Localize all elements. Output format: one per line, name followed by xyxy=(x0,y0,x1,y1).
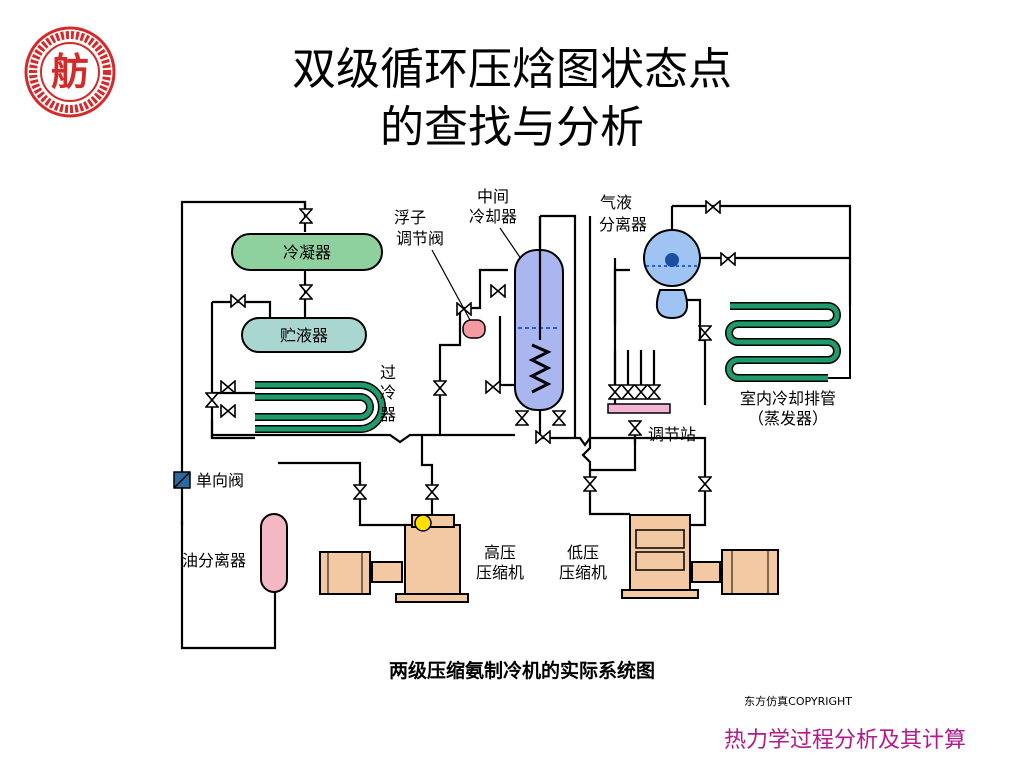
valve-icon xyxy=(535,430,551,444)
school-logo: 舫 xyxy=(24,26,116,118)
valve-icon xyxy=(720,252,736,266)
valve-icon xyxy=(490,284,506,298)
station-label: 调节站 xyxy=(648,425,696,444)
low-compressor-label-2: 压缩机 xyxy=(559,563,607,582)
valve-icon xyxy=(583,476,597,492)
subcooler-label-2: 冷 xyxy=(380,383,396,402)
valve-icon xyxy=(205,392,219,408)
valve-icon xyxy=(634,384,648,400)
valve-icon xyxy=(456,302,472,316)
high-pressure-compressor: 高压 压缩机 xyxy=(319,514,524,603)
diagram-caption: 两级压缩氨制冷机的实际系统图 xyxy=(389,659,655,682)
subcooler-label-3: 器 xyxy=(380,405,396,424)
valve-icon xyxy=(353,484,367,500)
copyright-text: 东方仿真COPYRIGHT xyxy=(744,694,852,708)
valve-icon xyxy=(220,404,236,418)
valve-icon xyxy=(647,384,661,400)
refrigeration-system-diagram: 冷凝器 贮液器 过 冷 器 单向阀 油分离器 浮子 调节阀 xyxy=(173,187,852,708)
subcooler-label-1: 过 xyxy=(380,363,396,382)
subcooler: 过 冷 器 xyxy=(255,363,396,433)
regulating-station: 调节站 xyxy=(607,403,696,444)
check-valve: 单向阀 xyxy=(173,471,244,490)
receiver: 贮液器 xyxy=(241,317,367,353)
evaporator-label-2: （蒸发器） xyxy=(748,409,828,428)
receiver-label: 贮液器 xyxy=(280,326,328,345)
valve-icon xyxy=(299,208,313,224)
evaporator-label-1: 室内冷却排管 xyxy=(740,389,836,408)
valve-icon xyxy=(621,384,635,400)
oil-separator: 油分离器 xyxy=(182,513,288,593)
low-compressor-label-1: 低压 xyxy=(567,543,599,562)
valve-icon xyxy=(515,410,529,426)
valve-icon xyxy=(485,380,501,394)
high-compressor-label-1: 高压 xyxy=(484,543,516,562)
intercooler-label-2: 冷却器 xyxy=(469,207,517,226)
high-compressor-label-2: 压缩机 xyxy=(476,563,524,582)
evaporator: 室内冷却排管 （蒸发器） xyxy=(725,302,851,428)
low-pressure-compressor: 低压 压缩机 xyxy=(559,514,779,599)
valve-icon xyxy=(608,384,622,400)
slide-title-line2: 的查找与分析 xyxy=(380,102,644,153)
valve-icon xyxy=(220,380,236,394)
slide-title-line1: 双级循环压焓图状态点 xyxy=(292,44,732,95)
check-valve-label: 单向阀 xyxy=(196,471,244,490)
condenser-label: 冷凝器 xyxy=(283,243,331,262)
intercooler: 中间 冷却器 xyxy=(469,187,564,411)
valve-icon xyxy=(433,380,447,396)
intercooler-label-1: 中间 xyxy=(477,187,509,206)
valve-icon xyxy=(552,410,566,426)
float-valve xyxy=(431,249,486,339)
separator-label-1: 气液 xyxy=(600,193,632,212)
valve-icon xyxy=(425,484,439,500)
valve-icon xyxy=(705,200,721,214)
float-valve-label-1: 浮子 xyxy=(394,208,426,227)
logo-glyph: 舫 xyxy=(51,50,89,94)
valve-icon xyxy=(299,284,313,300)
footer-course-title: 热力学过程分析及其计算 xyxy=(723,728,966,753)
condenser: 冷凝器 xyxy=(231,233,383,271)
oil-separator-label: 油分离器 xyxy=(182,551,246,570)
valve-icon xyxy=(628,420,642,436)
valve-icon xyxy=(698,476,712,492)
valve-icon xyxy=(230,294,246,308)
separator-label-2: 分离器 xyxy=(599,215,647,234)
float-valve-label-2: 调节阀 xyxy=(396,229,444,248)
gas-liquid-separator: 气液 分离器 xyxy=(599,193,701,320)
